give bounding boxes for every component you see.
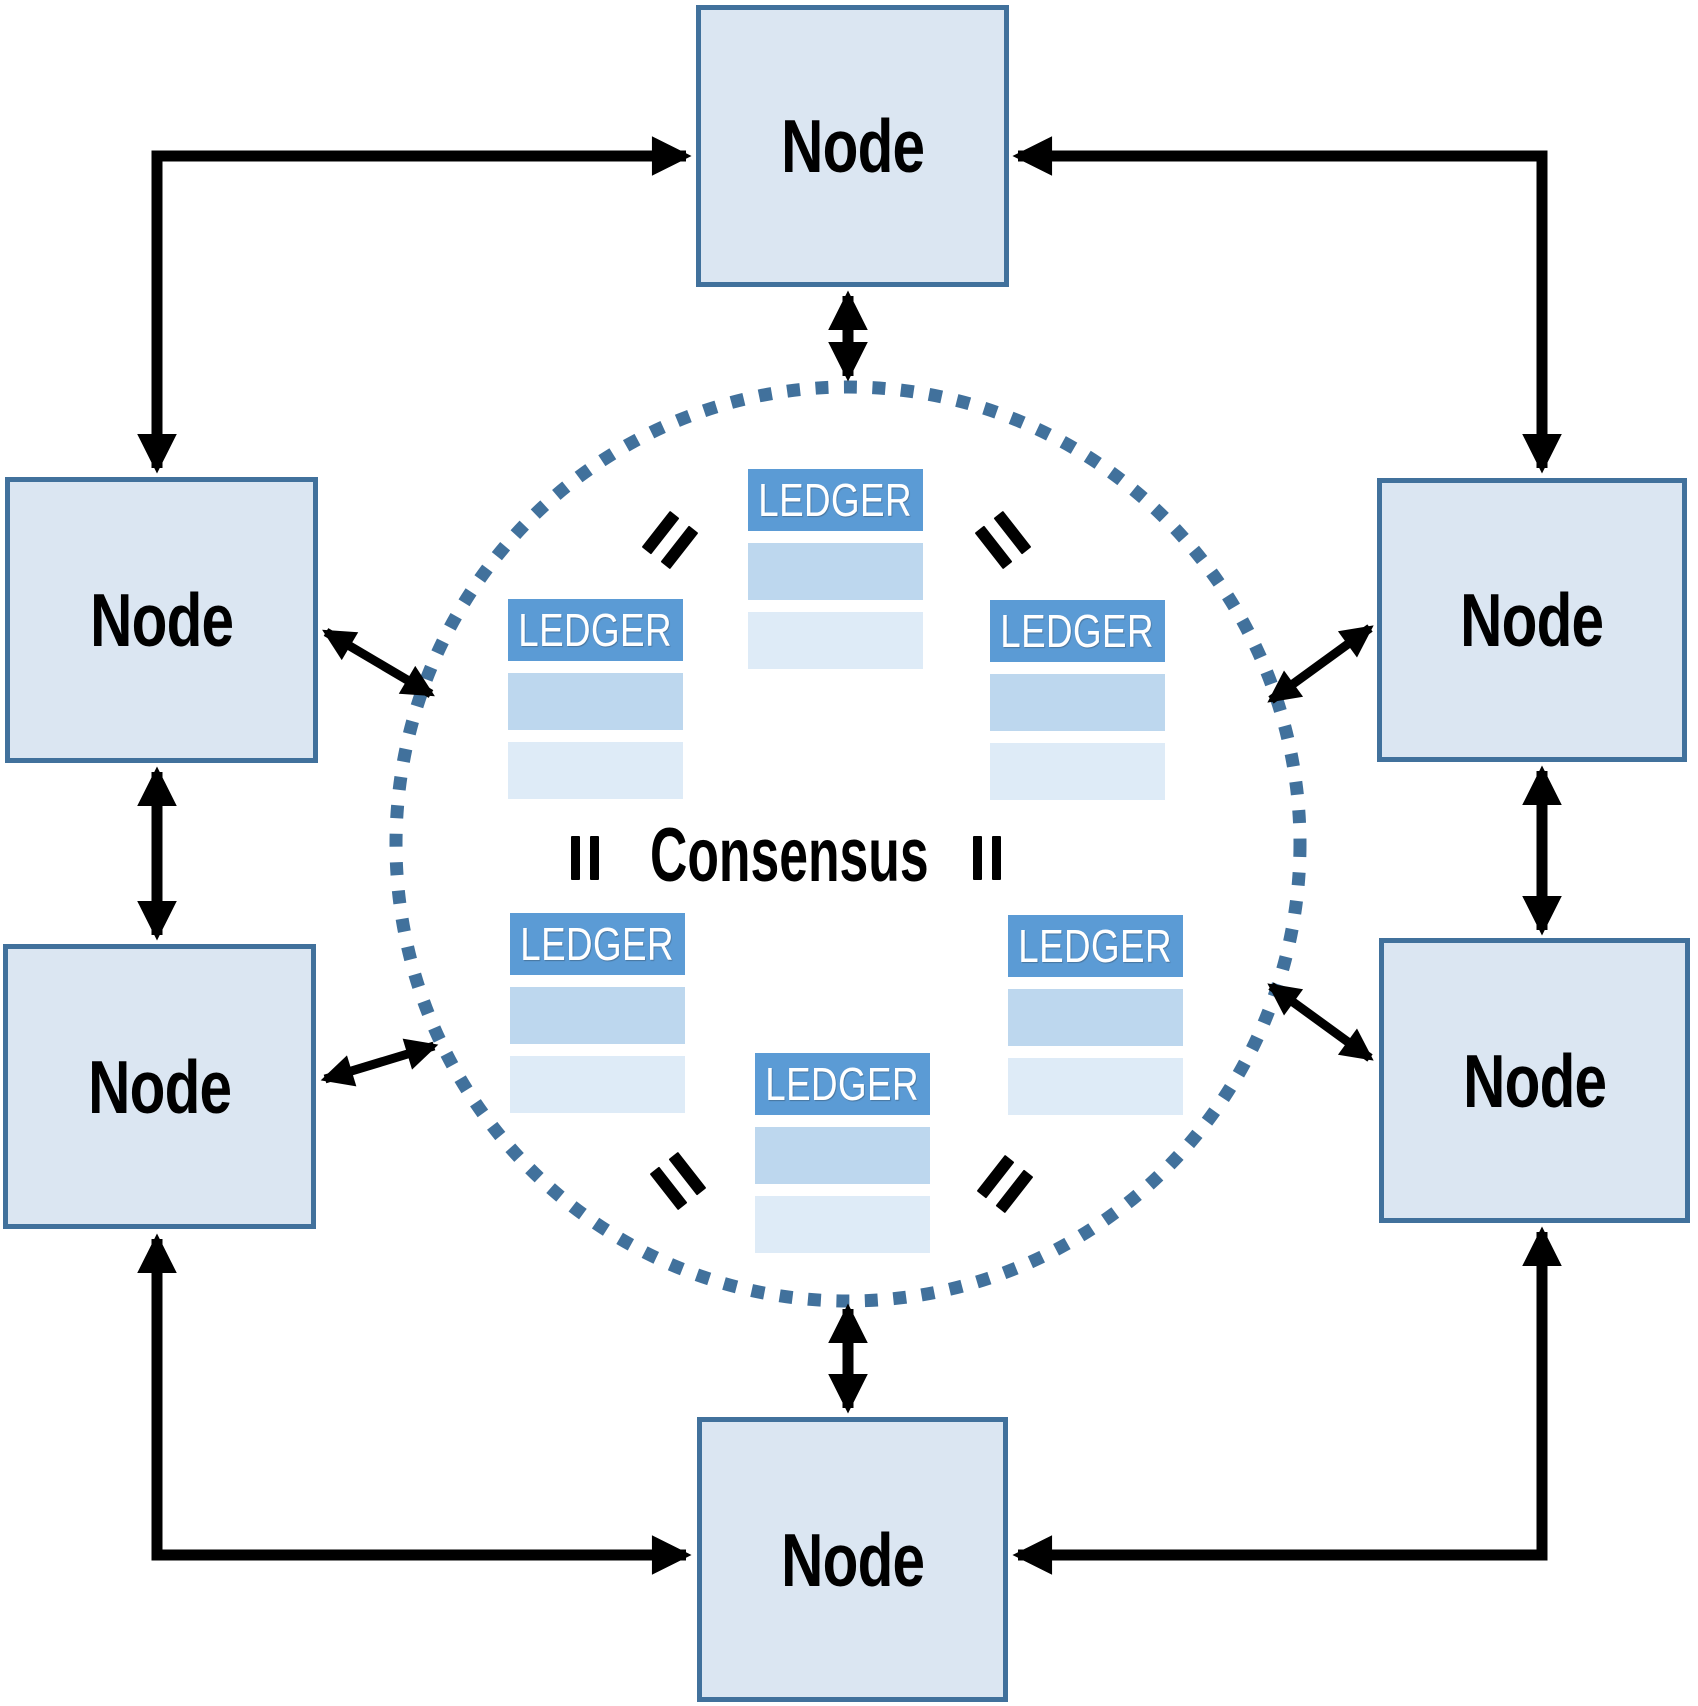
ledger-header: LEDGER bbox=[510, 913, 685, 975]
ledger-row bbox=[755, 1127, 930, 1184]
ledger-table-top-center: LEDGER bbox=[748, 469, 923, 669]
connector-diag-left-lower bbox=[320, 1038, 439, 1087]
ledger-table-lower-right: LEDGER bbox=[1008, 915, 1183, 1115]
ledger-row bbox=[508, 673, 683, 730]
node-label: Node bbox=[780, 104, 925, 188]
ledger-row bbox=[990, 674, 1165, 731]
ledger-row bbox=[755, 1196, 930, 1253]
ledger-row bbox=[1008, 989, 1183, 1046]
node-label: Node bbox=[780, 1517, 925, 1602]
node-label: Node bbox=[1460, 578, 1604, 662]
node-box-left-upper: Node bbox=[5, 477, 318, 763]
ledger-header: LEDGER bbox=[755, 1053, 930, 1115]
node-label: Node bbox=[87, 1044, 232, 1129]
connector-diag-right-lower bbox=[1267, 982, 1374, 1062]
ledger-table-upper-right: LEDGER bbox=[990, 600, 1165, 800]
connector-L-bottom-left bbox=[137, 1233, 692, 1575]
equals-bar bbox=[992, 836, 1001, 880]
node-box-right-upper: Node bbox=[1377, 478, 1687, 762]
ledger-row bbox=[508, 742, 683, 799]
ledger-header-label: LEDGER bbox=[520, 918, 675, 970]
connector-L-top-right bbox=[1012, 136, 1562, 474]
ledger-header: LEDGER bbox=[508, 599, 683, 661]
connector-L-bottom-right bbox=[1012, 1226, 1562, 1575]
connector-diag-right-upper bbox=[1267, 624, 1374, 704]
ledger-table-lower-left: LEDGER bbox=[510, 913, 685, 1113]
ledger-row bbox=[510, 987, 685, 1044]
node-box-left-lower: Node bbox=[3, 944, 316, 1229]
ledger-header: LEDGER bbox=[1008, 915, 1183, 977]
ledger-table-bottom-center: LEDGER bbox=[755, 1053, 930, 1253]
ledger-row bbox=[1008, 1058, 1183, 1115]
node-label: Node bbox=[89, 578, 234, 662]
node-box-top: Node bbox=[696, 5, 1009, 287]
ledger-header-label: LEDGER bbox=[1000, 605, 1155, 657]
node-box-right-lower: Node bbox=[1379, 938, 1690, 1223]
consensus-dotted-circle bbox=[389, 380, 1307, 1308]
ledger-header-label: LEDGER bbox=[758, 474, 913, 526]
connector-L-top-left bbox=[137, 136, 692, 474]
ledger-header-label: LEDGER bbox=[1018, 920, 1173, 972]
equals-sign-middle-right bbox=[973, 836, 1001, 880]
ledger-row bbox=[510, 1056, 685, 1113]
consensus-label: Consensus bbox=[650, 813, 929, 898]
ledger-header: LEDGER bbox=[748, 469, 923, 531]
equals-bar bbox=[973, 836, 982, 880]
equals-bar bbox=[590, 836, 599, 880]
ledger-header-label: LEDGER bbox=[518, 604, 673, 656]
ledger-header-label: LEDGER bbox=[765, 1058, 920, 1110]
node-label: Node bbox=[1462, 1038, 1607, 1123]
connector-diag-left-upper bbox=[322, 628, 435, 698]
ledger-row bbox=[748, 612, 923, 669]
ledger-table-upper-left: LEDGER bbox=[508, 599, 683, 799]
node-box-bottom: Node bbox=[697, 1417, 1008, 1702]
ledger-row bbox=[748, 543, 923, 600]
equals-bar bbox=[571, 836, 580, 880]
ledger-row bbox=[990, 743, 1165, 800]
ledger-header: LEDGER bbox=[990, 600, 1165, 662]
equals-sign-middle-left bbox=[571, 836, 599, 880]
